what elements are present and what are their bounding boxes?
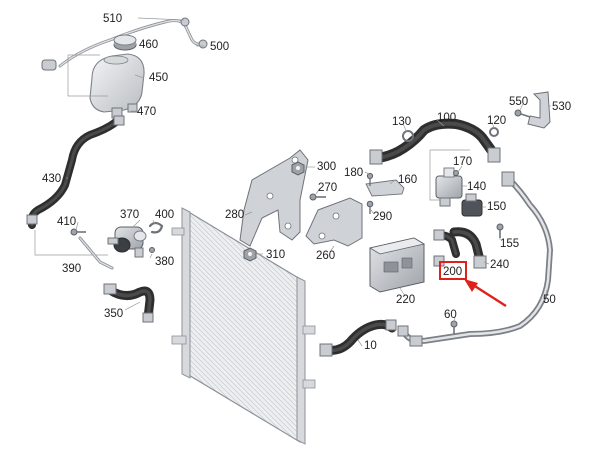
label-160: 160 [398, 174, 417, 186]
clamp-500 [198, 39, 208, 49]
leader-lines [66, 17, 551, 347]
label-430: 430 [42, 173, 61, 185]
label-300: 300 [317, 161, 336, 173]
line-390 [78, 236, 114, 270]
label-450: 450 [149, 72, 168, 84]
clamp-120 [489, 127, 499, 137]
bolt-270 [309, 193, 326, 201]
bolt-60 [450, 320, 458, 334]
label-260: 260 [316, 250, 335, 262]
bolt-155 [496, 223, 504, 238]
label-155: 155 [500, 238, 519, 250]
label-390: 390 [62, 263, 81, 275]
bracket-280 [239, 149, 309, 247]
bolt-550 [514, 109, 531, 118]
highlight-arrow-head [464, 279, 478, 292]
clamp-510 [180, 17, 190, 27]
label-50: 50 [543, 294, 556, 306]
label-310: 310 [266, 249, 285, 261]
nut-310 [243, 247, 257, 262]
label-10: 10 [364, 340, 377, 352]
label-240: 240 [490, 259, 509, 271]
pump-370 [107, 226, 147, 258]
label-530: 530 [552, 101, 571, 113]
bolt-170 [453, 170, 459, 176]
label-470: 470 [137, 106, 156, 118]
label-500: 500 [210, 41, 229, 53]
label-270: 270 [318, 182, 337, 194]
highlight-box [439, 261, 467, 280]
bolt-180 [366, 172, 374, 186]
label-180: 180 [344, 167, 363, 179]
label-120: 120 [487, 115, 506, 127]
label-170: 170 [453, 156, 472, 168]
label-550: 550 [509, 96, 528, 108]
clip-400 [148, 221, 164, 234]
label-290: 290 [373, 211, 392, 223]
clip-470 [127, 103, 138, 113]
bracket-530 [527, 91, 551, 129]
label-370: 370 [120, 209, 139, 221]
bolt-410 [70, 228, 86, 236]
label-410: 410 [57, 216, 76, 228]
label-380: 380 [155, 256, 174, 268]
highlight-part-200 [439, 261, 507, 308]
label-130: 130 [392, 116, 411, 128]
label-510: 510 [103, 13, 122, 25]
bolt-290 [366, 200, 374, 214]
label-60: 60 [444, 309, 457, 321]
part-labels: 510 460 500 450 470 430 410 370 400 380 … [42, 13, 571, 352]
label-150: 150 [487, 201, 506, 213]
valve-150 [461, 193, 483, 217]
bracket-260 [305, 197, 363, 247]
label-460: 460 [139, 39, 158, 51]
hose-10 [323, 319, 397, 355]
label-200: 200 [443, 266, 462, 278]
label-100: 100 [437, 112, 456, 124]
label-280: 280 [225, 209, 244, 221]
label-140: 140 [467, 181, 486, 193]
bracket-160 [365, 179, 405, 197]
label-350: 350 [104, 308, 123, 320]
connector-left-vent [41, 59, 57, 71]
clamp-130 [402, 130, 414, 142]
label-220: 220 [396, 294, 415, 306]
highlight-arrow-shaft [469, 281, 507, 308]
nut-300 [291, 161, 305, 176]
label-400: 400 [155, 209, 174, 221]
radiator [171, 207, 316, 445]
module-220 [368, 237, 426, 293]
